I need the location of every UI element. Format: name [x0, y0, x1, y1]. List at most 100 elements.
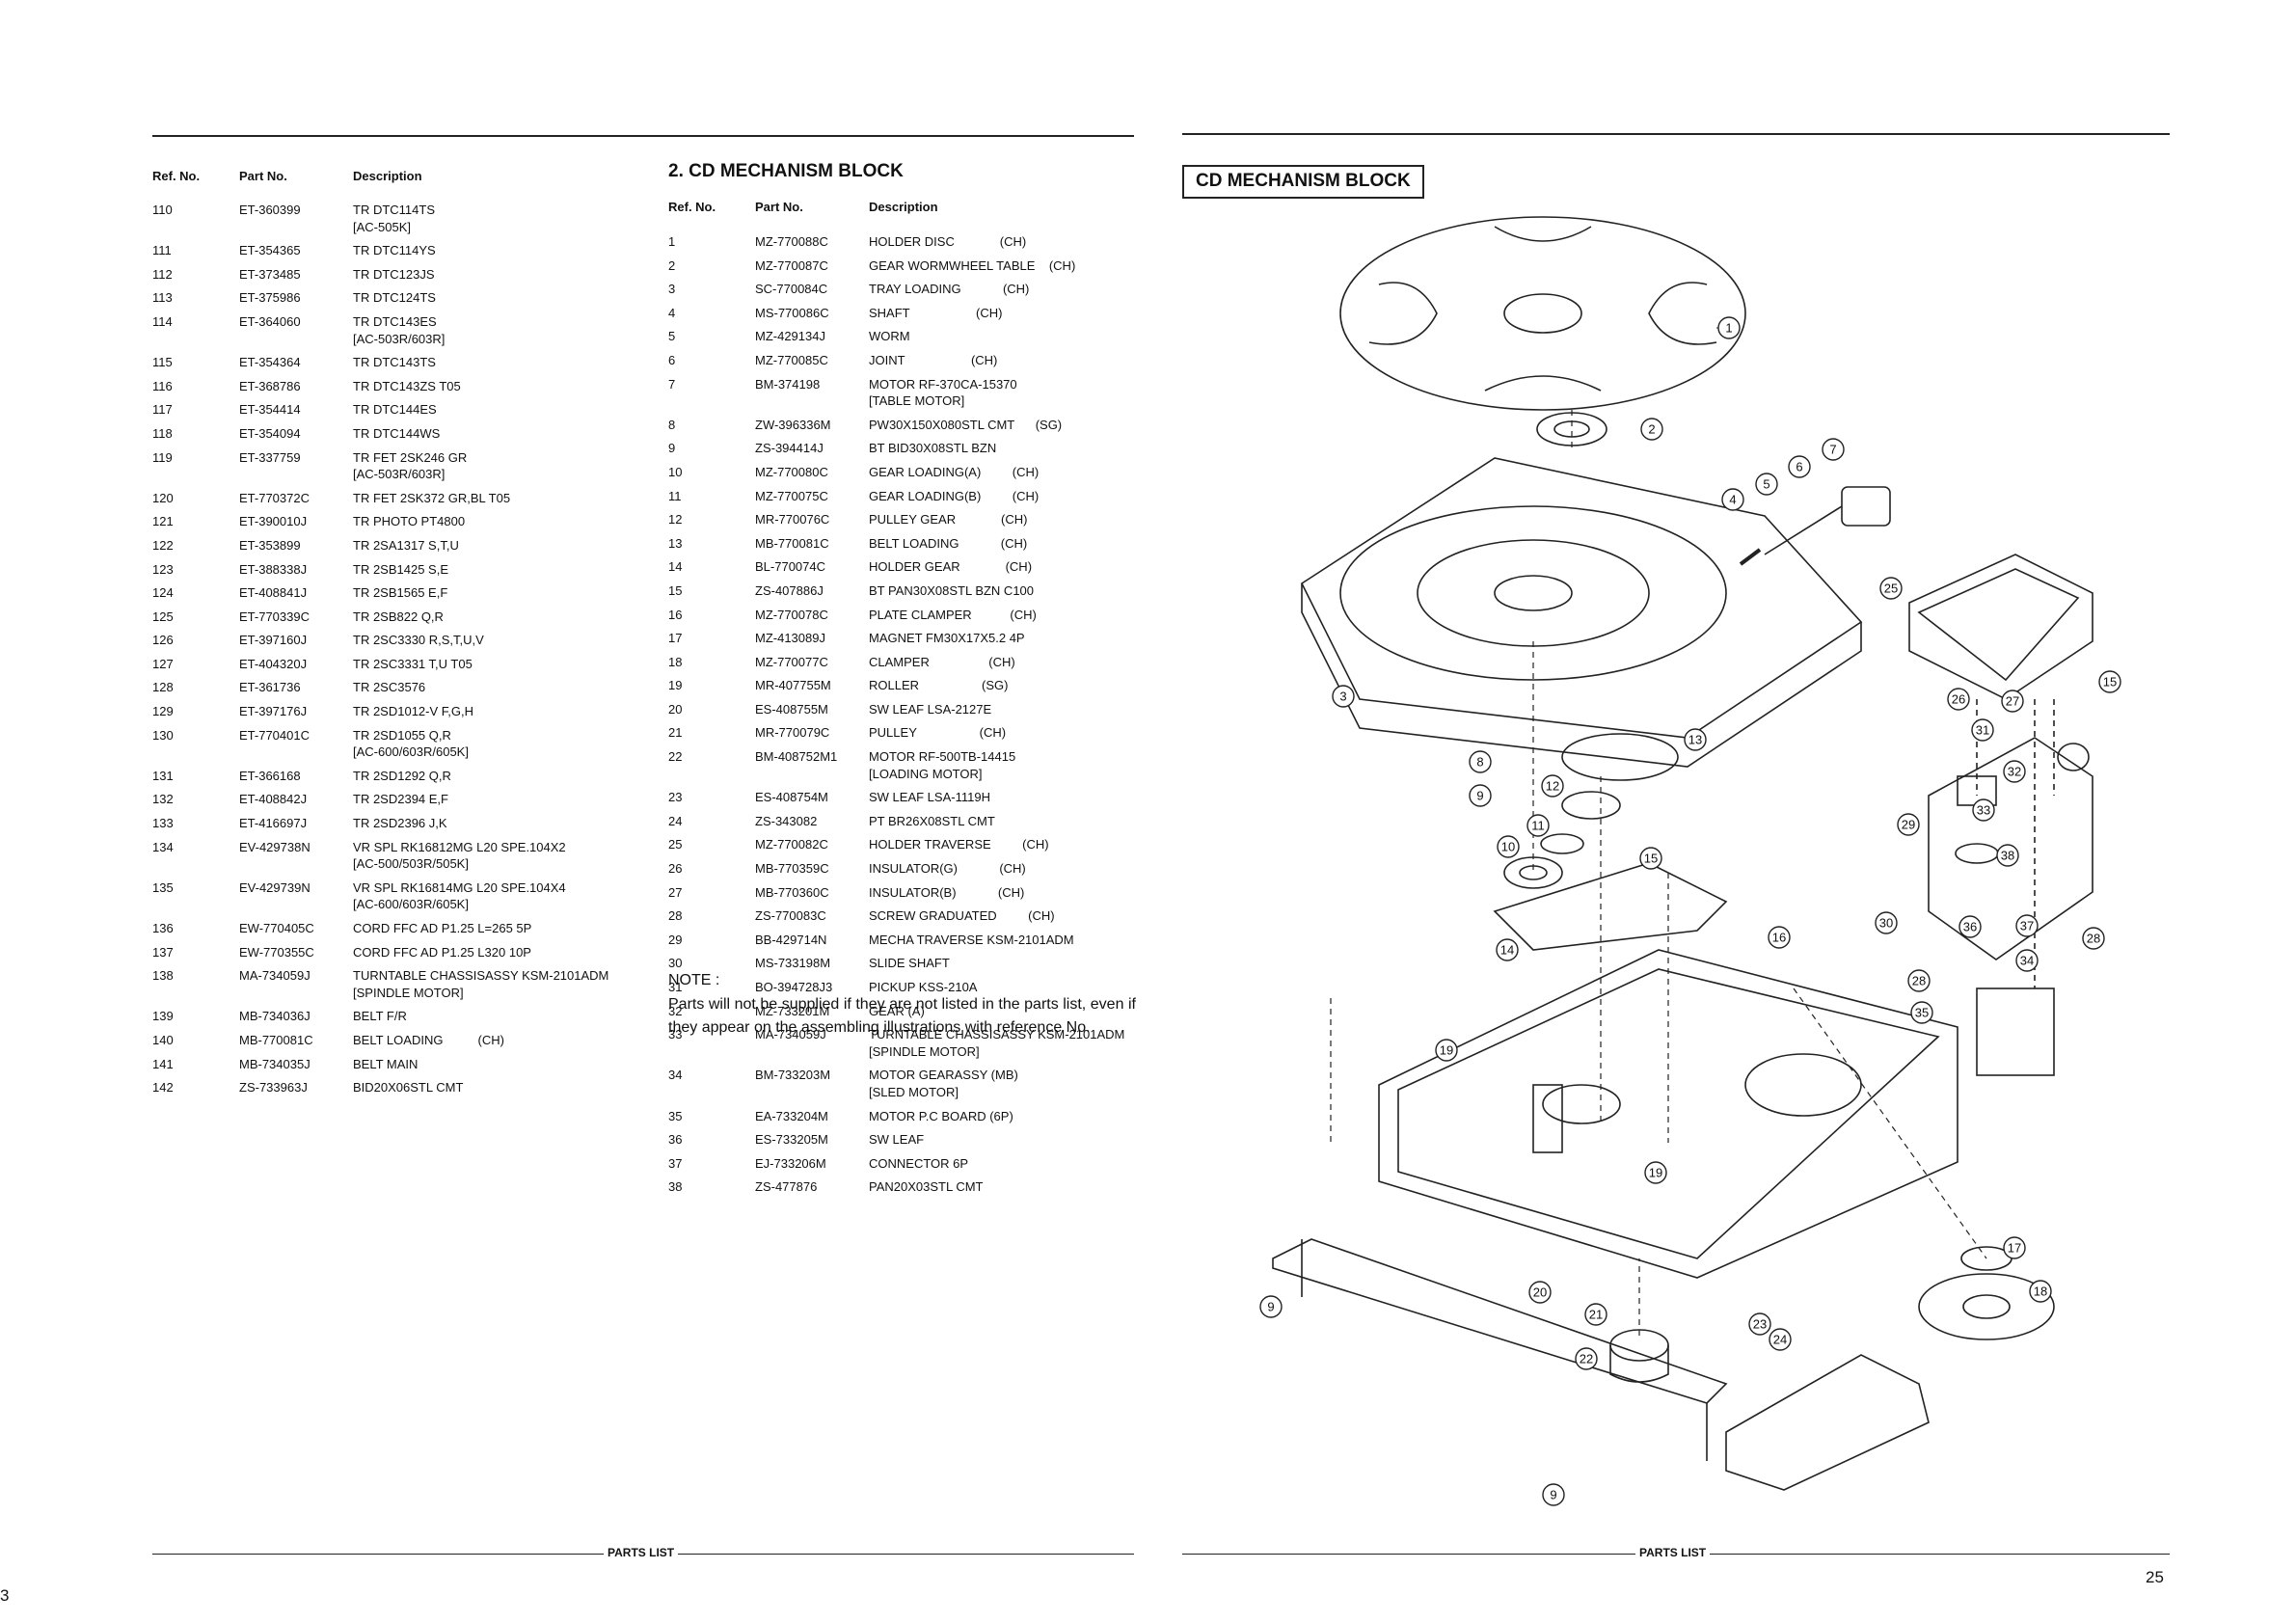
cell-description: [AC-600/603R/605K] [353, 744, 469, 760]
cell-description: TR DTC143TS [353, 355, 436, 370]
callout-23: 23 [1748, 1312, 1771, 1336]
cell-description: VR SPL RK16812MG L20 SPE.104X2 [353, 839, 566, 854]
cell-description: TR DTC123JS [353, 266, 435, 282]
cell-part-no: MZ-770078C [755, 607, 828, 622]
cell-ref-no: 34 [668, 1068, 683, 1083]
cell-description: TR DTC124TS [353, 290, 436, 306]
cell-part-no [755, 392, 869, 410]
cell-part-no: MZ-413089J [755, 631, 825, 646]
cell-part-no: ET-388338J [239, 561, 308, 577]
cell-part-no: BM-733203M [755, 1068, 831, 1083]
svg-text:12: 12 [1546, 779, 1559, 794]
table-row: [AC-600/603R/605K] [152, 896, 608, 913]
table-row: [AC-500/503R/505K] [152, 855, 608, 873]
cell-ref-no: 12 [668, 512, 683, 527]
table-row: [LOADING MOTOR] [668, 766, 1124, 783]
svg-text:14: 14 [1500, 943, 1514, 958]
cell-part-no: ET-337759 [239, 449, 301, 465]
cell-description: [TABLE MOTOR] [869, 393, 965, 409]
cell-description: TR 2SD2396 J,K [353, 816, 447, 831]
cell-ref-no: 28 [668, 908, 683, 924]
svg-text:10: 10 [1501, 840, 1515, 854]
cell-part-no: MR-770079C [755, 725, 830, 741]
callout-25: 25 [1879, 577, 1903, 600]
footer-label-right: PARTS LIST [1635, 1546, 1711, 1559]
table-row: [SPINDLE MOTOR] [152, 985, 608, 1002]
cell-description: PULLEY (CH) [869, 725, 1007, 741]
cell-ref-no: 38 [668, 1179, 683, 1195]
cell-description: HOLDER GEAR (CH) [869, 559, 1033, 575]
cell-description: CLAMPER (CH) [869, 654, 1015, 669]
cell-ref-no [152, 985, 239, 1002]
callout-34: 34 [2015, 949, 2039, 972]
svg-text:23: 23 [1753, 1317, 1767, 1332]
cell-description: [AC-503R/603R] [353, 331, 446, 346]
cell-ref-no: 127 [152, 656, 174, 671]
cell-description: GEAR LOADING(B) (CH) [869, 488, 1040, 503]
cell-ref-no: 114 [152, 313, 173, 329]
cell-description: TR DTC114YS [353, 243, 436, 258]
callout-9a: 9 [1469, 784, 1492, 807]
callout-36: 36 [1958, 915, 1982, 938]
cell-ref-no: 123 [152, 561, 174, 577]
cell-ref-no: 115 [152, 355, 173, 370]
cell-description: BELT MAIN [353, 1056, 419, 1071]
cell-part-no: EW-770405C [239, 921, 314, 935]
cell-description: [SPINDLE MOTOR] [353, 985, 464, 1000]
callout-38: 38 [1996, 844, 2019, 867]
cell-description: [LOADING MOTOR] [869, 766, 983, 781]
cell-ref-no: 9 [668, 441, 676, 456]
callout-17: 17 [2003, 1236, 2026, 1259]
cell-description: TR 2SC3331 T,U T05 [353, 656, 473, 671]
table-row: [AC-503R/603R] [152, 466, 608, 483]
svg-text:17: 17 [2008, 1241, 2021, 1256]
callout-10: 10 [1497, 835, 1520, 858]
cell-description: SW LEAF [869, 1132, 925, 1148]
cell-part-no: ES-733205M [755, 1132, 828, 1148]
cell-ref-no: 140 [152, 1032, 174, 1047]
exploded-view-diagram: 1 2 3 4 5 6 7 8 9 10 11 12 13 14 15 16 1… [1259, 216, 2121, 1506]
cell-description: PW30X150X080STL CMT (SG) [869, 417, 1063, 432]
cell-part-no: ZS-477876 [755, 1179, 818, 1195]
cell-description: JOINT (CH) [869, 352, 998, 367]
cell-description: MOTOR RF-500TB-14415 [869, 749, 1016, 765]
cell-part-no: MB-770359C [755, 861, 829, 877]
cell-description: TR DTC143ES [353, 313, 437, 329]
callout-15b: 15 [2098, 670, 2121, 693]
cell-description: MOTOR GEARASSY (MB) [869, 1068, 1018, 1083]
callout-26: 26 [1947, 688, 1970, 711]
cell-part-no [239, 896, 353, 913]
svg-text:33: 33 [1977, 803, 1990, 818]
cell-ref-no: 128 [152, 680, 174, 695]
cell-part-no: ET-390010J [239, 514, 308, 529]
cell-description: [AC-503R/603R] [353, 467, 446, 482]
cell-ref-no: 120 [152, 490, 174, 505]
cell-description: TR 2SD1055 Q,R [353, 727, 451, 743]
cell-description: TR 2SC3330 R,S,T,U,V [353, 633, 484, 648]
cell-description: TR 2SD2394 E,F [353, 792, 448, 807]
svg-text:6: 6 [1796, 460, 1802, 474]
cell-ref-no: 117 [152, 402, 173, 418]
callout-28a: 28 [1907, 969, 1931, 992]
callout-13: 13 [1684, 728, 1707, 751]
cell-part-no: ET-360399 [239, 203, 301, 217]
svg-text:9: 9 [1550, 1488, 1556, 1502]
cell-part-no [239, 466, 353, 483]
cell-part-no: MS-733198M [755, 956, 831, 971]
